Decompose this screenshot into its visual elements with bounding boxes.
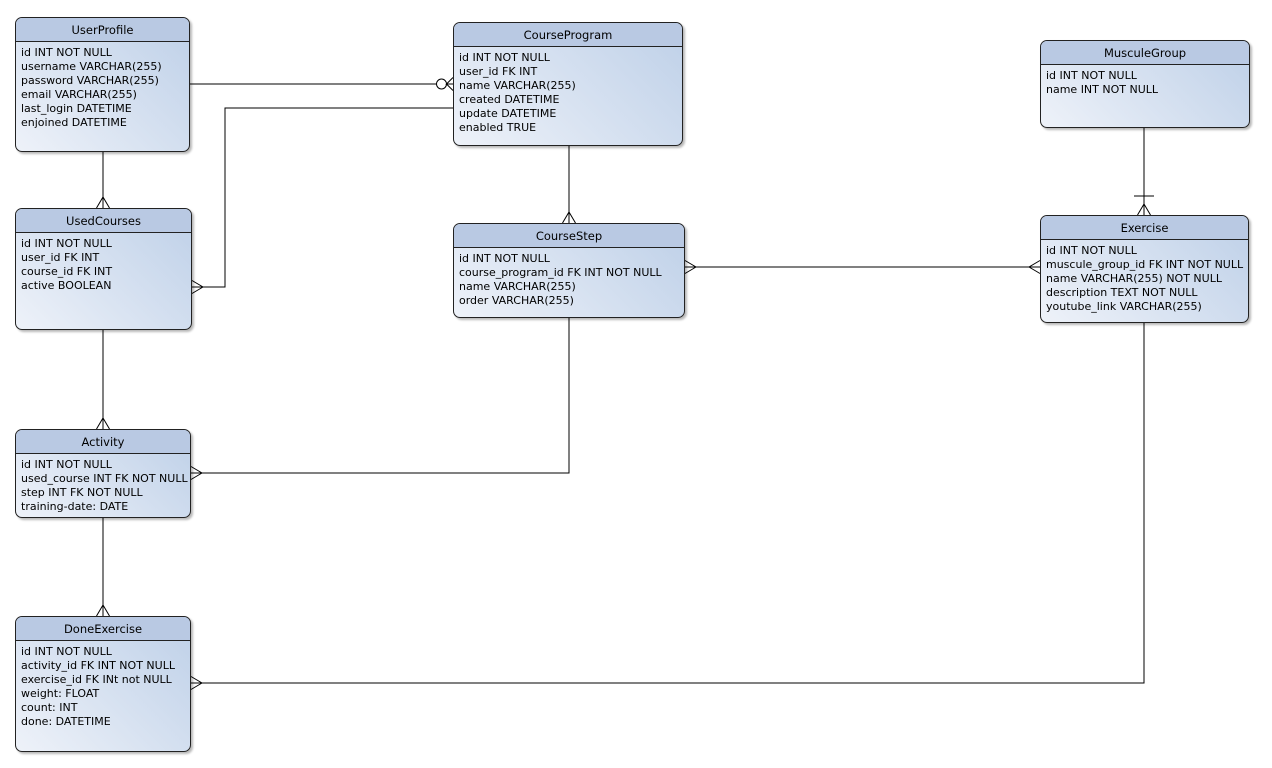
relationship-userprofile-courseprogram (190, 77, 454, 91)
entity-fields-coursestep: id INT NOT NULL course_program_id FK INT… (459, 252, 662, 307)
entity-title-musculegroup: MusculeGroup (1041, 41, 1249, 65)
entity-title-courseprogram: CourseProgram (454, 23, 682, 47)
relationship-coursestep-activity (190, 318, 570, 480)
entity-doneexercise[interactable]: DoneExercise id INT NOT NULL activity_id… (15, 616, 191, 752)
entity-exercise[interactable]: Exercise id INT NOT NULL muscule_group_i… (1040, 215, 1249, 323)
entity-title-activity: Activity (16, 430, 190, 454)
entity-activity[interactable]: Activity id INT NOT NULL used_course INT… (15, 429, 191, 518)
entity-fields-activity: id INT NOT NULL used_course INT FK NOT N… (21, 458, 188, 513)
entity-courseprogram[interactable]: CourseProgram id INT NOT NULL user_id FK… (453, 22, 683, 146)
relationship-courseprogram-usedcourses (191, 107, 453, 294)
entity-fields-userprofile: id INT NOT NULL username VARCHAR(255) pa… (21, 46, 162, 129)
relationship-exercise-doneexercise (190, 323, 1145, 690)
entity-coursestep[interactable]: CourseStep id INT NOT NULL course_progra… (453, 223, 685, 318)
relationship-courseprogram-coursestep (562, 146, 576, 224)
entity-title-userprofile: UserProfile (16, 18, 189, 42)
entity-title-doneexercise: DoneExercise (16, 617, 190, 641)
entity-fields-doneexercise: id INT NOT NULL activity_id FK INT NOT N… (21, 645, 175, 728)
entity-fields-musculegroup: id INT NOT NULL name INT NOT NULL (1046, 69, 1159, 96)
relationship-usedcourses-activity (96, 330, 110, 430)
relationship-userprofile-usedcourses (96, 152, 110, 209)
relationship-musculegroup-exercise (1134, 128, 1154, 216)
relationship-activity-doneexercise (96, 518, 110, 617)
entity-title-exercise: Exercise (1041, 216, 1248, 240)
entity-usedcourses[interactable]: UsedCourses id INT NOT NULL user_id FK I… (15, 208, 192, 330)
entity-musculegroup[interactable]: MusculeGroup id INT NOT NULL name INT NO… (1040, 40, 1250, 128)
entity-fields-courseprogram: id INT NOT NULL user_id FK INT name VARC… (459, 51, 576, 134)
entity-fields-exercise: id INT NOT NULL muscule_group_id FK INT … (1046, 244, 1244, 313)
entity-fields-usedcourses: id INT NOT NULL user_id FK INT course_id… (21, 237, 113, 292)
entity-title-coursestep: CourseStep (454, 224, 684, 248)
relationship-coursestep-exercise (684, 260, 1041, 274)
entity-title-usedcourses: UsedCourses (16, 209, 191, 233)
entity-userprofile[interactable]: UserProfile id INT NOT NULL username VAR… (15, 17, 190, 152)
